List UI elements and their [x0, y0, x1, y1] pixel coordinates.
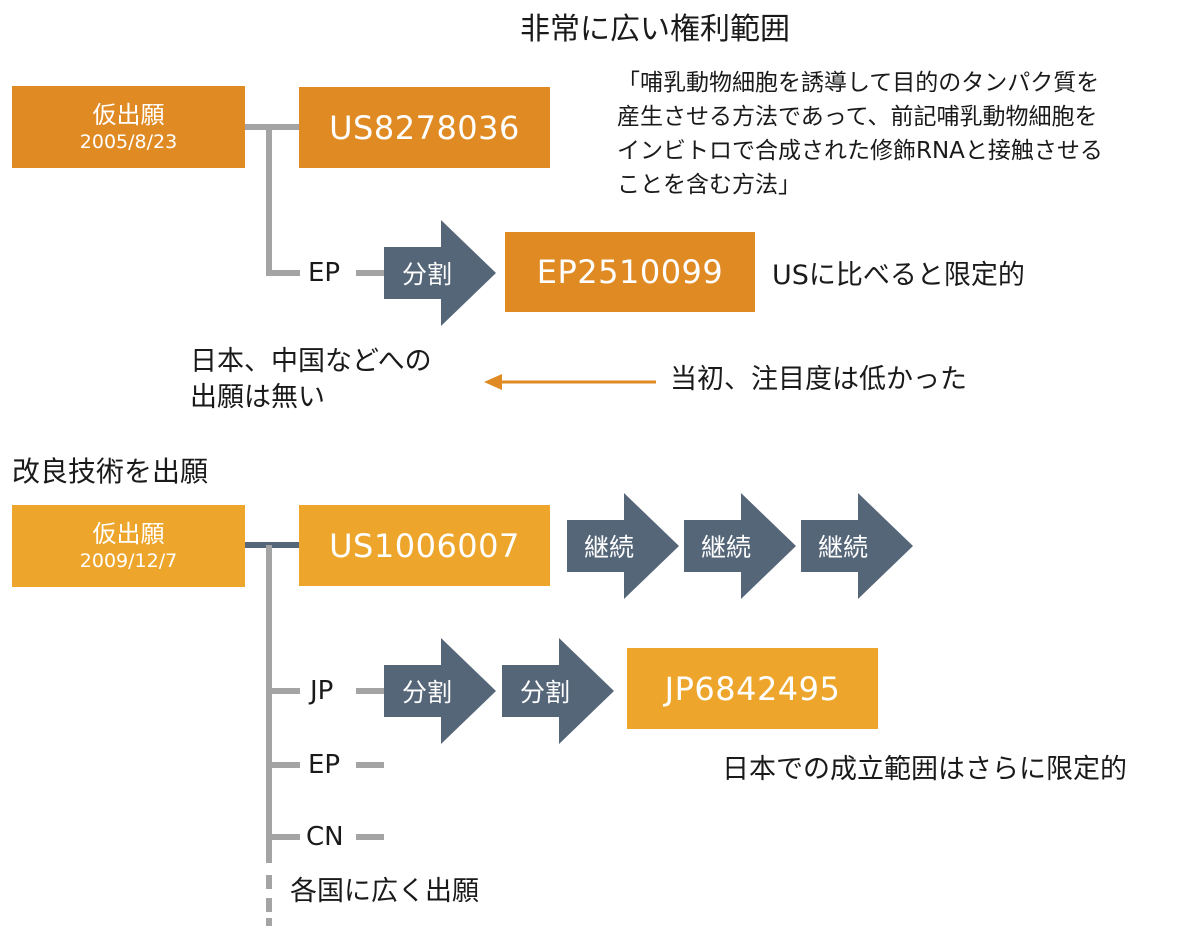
connector-to-cn — [266, 834, 300, 840]
ep-to-divide-line — [356, 270, 386, 276]
provisional-date-bottom: 2009/12/7 — [79, 550, 178, 572]
us-patent-number-bottom: US1006007 — [329, 526, 520, 565]
continuation-arrow-3: 継続 — [801, 493, 913, 599]
ep-bottom-stub — [356, 762, 384, 768]
jp-patent-number: JP6842495 — [664, 669, 841, 708]
connector-to-ep-bottom — [266, 762, 300, 768]
claim-text: 「哺乳動物細胞を誘導して目的のタンパク質を 産生させる方法であって、前記哺乳動物… — [617, 66, 1103, 202]
top-connector-horizontal — [245, 124, 300, 130]
bottom-connector-horizontal — [245, 542, 300, 548]
cn-stub — [356, 834, 384, 840]
continuation-arrow-shape-2 — [684, 493, 796, 599]
top-connector-to-ep — [266, 270, 300, 276]
divide-label-top: 分割 — [401, 260, 452, 289]
provisional-box-2009: 仮出願 2009/12/7 — [12, 505, 245, 587]
bottom-connector-dash-1 — [266, 875, 272, 889]
continuation-arrow-2: 継続 — [684, 493, 796, 599]
top-heading: 非常に広い権利範囲 — [520, 12, 790, 47]
continuation-label-1: 継続 — [583, 533, 634, 562]
divide-arrow-jp-shape-1 — [384, 638, 496, 744]
continuation-arrow-shape-1 — [567, 493, 679, 599]
branch-ep-bottom: EP — [308, 750, 341, 780]
continuation-label-3: 継続 — [817, 533, 868, 562]
branch-ep-top: EP — [308, 258, 341, 288]
connector-to-jp — [266, 688, 300, 694]
jp-to-divide-line — [356, 688, 386, 694]
divide-arrow-top: 分割 — [384, 220, 496, 326]
claim-line-1: 「哺乳動物細胞を誘導して目的のタンパク質を — [617, 70, 1100, 96]
continuation-arrow-shape-3 — [801, 493, 913, 599]
bottom-connector-dash-2 — [266, 898, 272, 912]
wide-filing-note: 各国に広く出願 — [290, 876, 479, 907]
divide-arrow-jp-2: 分割 — [502, 638, 614, 744]
bottom-heading: 改良技術を出願 — [12, 455, 209, 488]
provisional-date: 2005/8/23 — [79, 131, 178, 153]
us-patent-box-8278036: US8278036 — [299, 87, 550, 168]
bottom-connector-dash-3 — [266, 918, 272, 926]
attention-note: 当初、注目度は低かった — [670, 364, 967, 395]
bottom-connector-vertical — [266, 545, 272, 863]
no-filing-line-1: 日本、中国などへの — [190, 346, 432, 377]
provisional-label-bottom: 仮出願 — [92, 520, 165, 548]
branch-cn: CN — [306, 822, 344, 852]
top-connector-vertical — [266, 124, 272, 276]
divide-arrow-jp-1: 分割 — [384, 638, 496, 744]
claim-line-2: 産生させる方法であって、前記哺乳動物細胞を — [617, 104, 1098, 130]
branch-jp: JP — [310, 676, 334, 706]
left-pointing-arrow — [484, 374, 656, 390]
us-patent-box-1006007: US1006007 — [299, 505, 550, 586]
divide-arrow-jp-shape-2 — [502, 638, 614, 744]
provisional-label: 仮出願 — [92, 101, 165, 129]
continuation-label-2: 継続 — [700, 533, 751, 562]
divide-label-jp-2: 分割 — [519, 678, 570, 707]
ep-patent-number: EP2510099 — [536, 253, 724, 291]
claim-line-3: インビトロで合成された修飾RNAと接触させる — [617, 138, 1103, 164]
us-patent-number: US8278036 — [329, 108, 520, 147]
no-filing-line-2: 出願は無い — [190, 382, 325, 413]
continuation-arrow-1: 継続 — [567, 493, 679, 599]
divide-label-jp-1: 分割 — [401, 678, 452, 707]
ep-limited-note: USに比べると限定的 — [772, 260, 1025, 291]
ep-patent-box-2510099: EP2510099 — [505, 232, 755, 312]
jp-limited-note: 日本での成立範囲はさらに限定的 — [722, 754, 1127, 785]
jp-patent-box-6842495: JP6842495 — [627, 648, 878, 729]
provisional-box-2005: 仮出願 2005/8/23 — [12, 86, 245, 168]
divide-arrow-shape — [384, 220, 496, 326]
no-filing-note: 日本、中国などへの 出願は無い — [190, 344, 432, 416]
claim-line-4: ことを含む方法」 — [617, 172, 801, 198]
